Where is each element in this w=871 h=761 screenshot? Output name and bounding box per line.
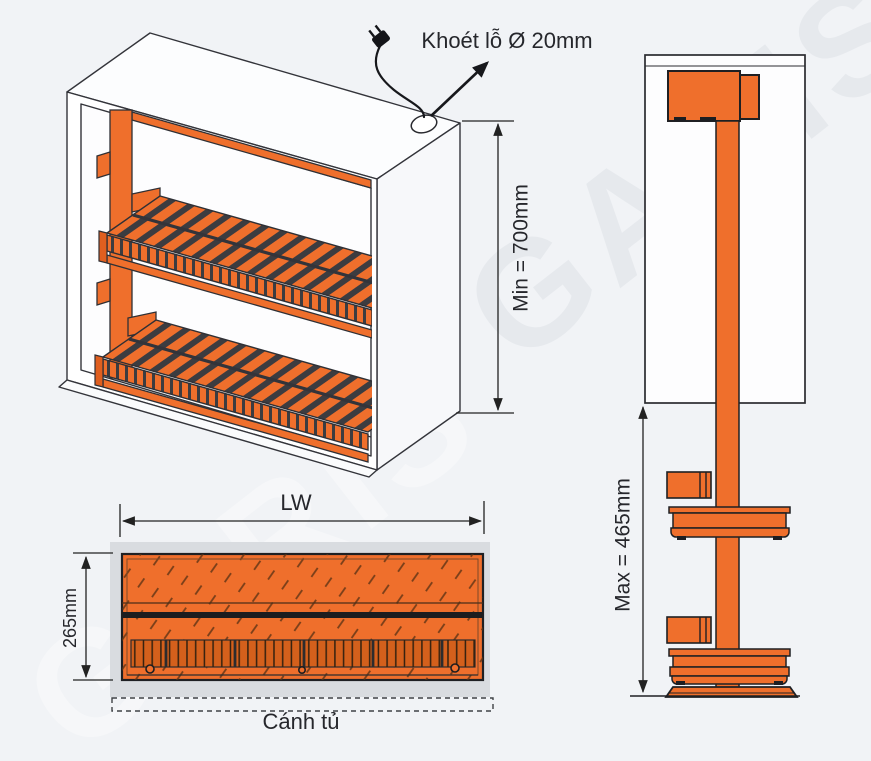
width-label: LW: [280, 490, 312, 515]
lower-tray-side: [668, 648, 791, 685]
hole-annotation: [368, 24, 490, 134]
power-plug-icon: [368, 24, 390, 48]
depth-label: 265mm: [60, 587, 80, 649]
min-height-dimension: [456, 120, 514, 414]
drill-hole: [410, 114, 438, 134]
min-height-label: Min = 700mm: [509, 184, 533, 312]
cabinet-bottom-edge: [58, 379, 378, 478]
depth-dimension: [73, 552, 113, 681]
cabinet-door-label: Cánh tủ: [262, 709, 340, 734]
power-cable: [374, 44, 426, 119]
width-dimension: [119, 501, 485, 537]
base-plate: [664, 686, 799, 698]
cabinet-door-outline: [111, 697, 494, 712]
rail-rung-upper: [96, 151, 111, 179]
motor-box: [667, 70, 741, 122]
cabinet-right-face: [376, 122, 461, 471]
hole-size-label: Khoét lỗ Ø 20mm: [421, 28, 593, 53]
basket-mid-rail: [122, 612, 483, 618]
motor-box-cap: [739, 74, 760, 120]
upper-tray-side: [668, 506, 791, 538]
lift-column-and-rails: [96, 109, 372, 379]
lower-bracket: [666, 616, 712, 644]
top-view: [110, 542, 494, 712]
hole-callout-arrow: [430, 61, 490, 117]
rail-rung-lower: [96, 278, 111, 306]
side-view: [630, 54, 806, 698]
upper-bracket: [666, 471, 712, 499]
lift-post: [715, 120, 740, 689]
max-travel-label: Max = 465mm: [611, 478, 635, 612]
